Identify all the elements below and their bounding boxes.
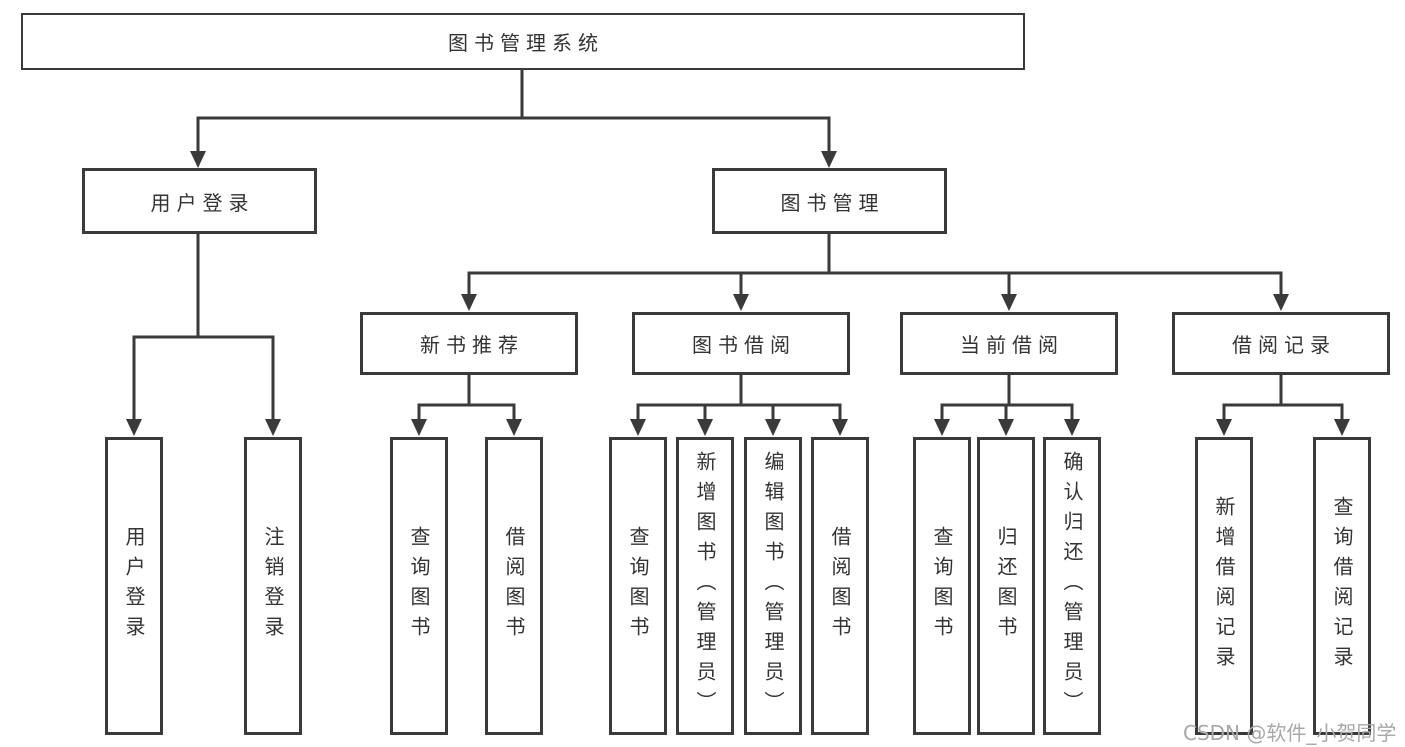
connector-new-book-recommend <box>417 373 516 422</box>
node-library-system-label: 图书管理系统 <box>448 31 604 55</box>
node-user-login: 用户登录 <box>82 168 317 234</box>
leaf-logout-login-label: 注销登录 <box>261 526 285 646</box>
leaf-add-borrow-record-label: 新增借阅记录 <box>1212 496 1236 676</box>
leaf-borrow-books-borrow: 借阅图书 <box>811 437 869 735</box>
node-book-management-label: 图书管理 <box>780 190 885 215</box>
leaf-borrow-books-newbook-label: 借阅图书 <box>502 526 526 646</box>
leaf-borrow-books-borrow-label: 借阅图书 <box>828 526 852 646</box>
leaf-confirm-return-admin-label: 确认归还（管理员） <box>1060 451 1084 721</box>
connector-book-management <box>467 232 1283 297</box>
leaf-user-login: 用户登录 <box>105 437 163 735</box>
leaf-query-books-current-label: 查询图书 <box>930 526 954 646</box>
node-book-management: 图书管理 <box>712 168 947 234</box>
leaf-query-books-borrow: 查询图书 <box>609 437 667 735</box>
node-current-borrow: 当前借阅 <box>900 312 1118 375</box>
connector-book-borrow <box>636 373 842 422</box>
arrowheads <box>126 151 1350 436</box>
csdn-watermark: CSDN @软件_小贺同学 <box>1183 721 1397 745</box>
node-current-borrow-label: 当前借阅 <box>960 333 1064 357</box>
node-borrow-records: 借阅记录 <box>1172 312 1390 375</box>
connector-current-borrow <box>940 373 1074 422</box>
leaf-add-books-admin: 新增图书（管理员） <box>676 437 734 735</box>
node-user-login-label: 用户登录 <box>150 190 255 215</box>
leaf-query-books-borrow-label: 查询图书 <box>626 526 650 646</box>
leaf-add-books-admin-label: 新增图书（管理员） <box>693 451 717 721</box>
node-library-system: 图书管理系统 <box>21 13 1025 70</box>
leaf-user-login-label: 用户登录 <box>122 526 146 646</box>
node-book-borrow: 图书借阅 <box>632 312 850 375</box>
node-new-book-recommend: 新书推荐 <box>360 312 578 375</box>
leaf-query-books-current: 查询图书 <box>913 437 971 735</box>
leaf-query-borrow-record-label: 查询借阅记录 <box>1330 496 1354 676</box>
leaf-query-books-newbook: 查询图书 <box>390 437 448 735</box>
node-book-borrow-label: 图书借阅 <box>692 333 796 357</box>
connector-user-login <box>132 232 275 422</box>
connector-borrow-records <box>1222 373 1344 422</box>
leaf-edit-books-admin-label: 编辑图书（管理员） <box>761 451 785 721</box>
leaf-logout-login: 注销登录 <box>244 437 302 735</box>
connector-root <box>196 68 831 155</box>
node-new-book-recommend-label: 新书推荐 <box>420 333 524 357</box>
leaf-query-borrow-record: 查询借阅记录 <box>1313 437 1371 735</box>
leaf-add-borrow-record: 新增借阅记录 <box>1195 437 1253 735</box>
leaf-return-books-label: 归还图书 <box>994 526 1018 646</box>
leaf-confirm-return-admin: 确认归还（管理员） <box>1043 437 1101 735</box>
node-borrow-records-label: 借阅记录 <box>1232 333 1336 357</box>
leaf-query-books-newbook-label: 查询图书 <box>407 526 431 646</box>
leaf-borrow-books-newbook: 借阅图书 <box>485 437 543 735</box>
leaf-edit-books-admin: 编辑图书（管理员） <box>744 437 802 735</box>
leaf-return-books: 归还图书 <box>977 437 1035 735</box>
